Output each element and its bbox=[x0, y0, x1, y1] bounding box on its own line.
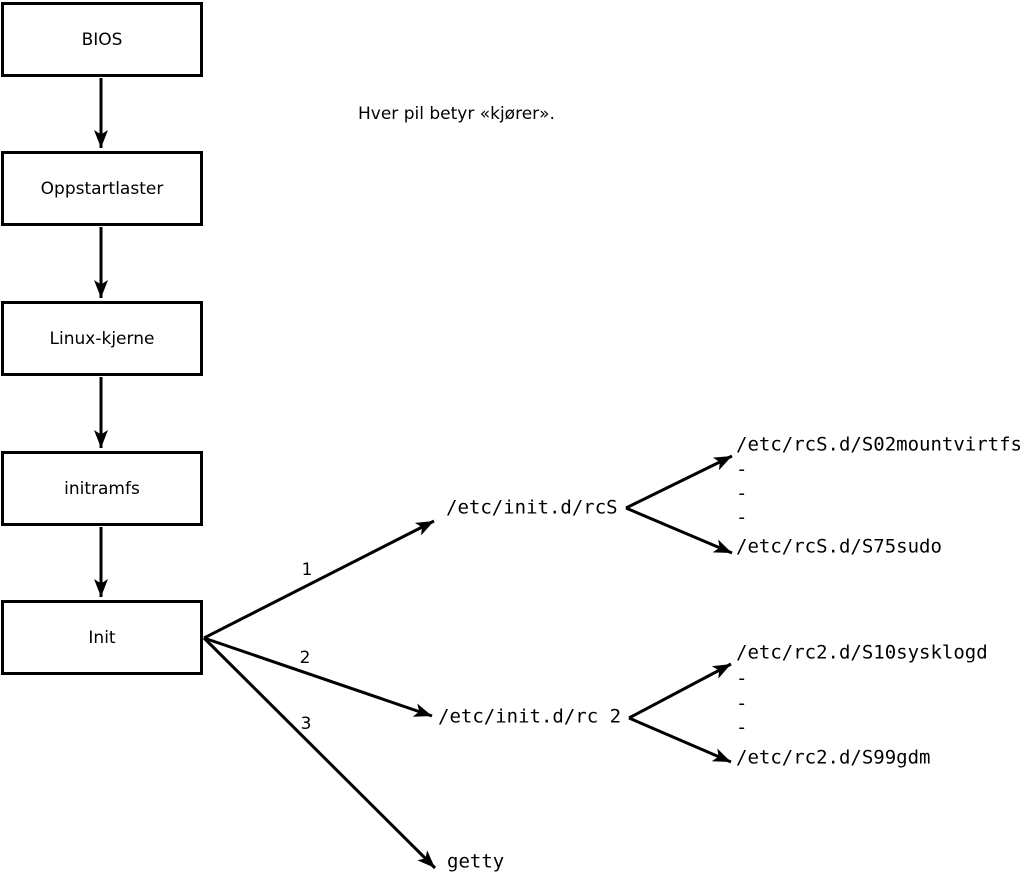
note-arrow-meaning: Hver pil betyr «kjører». bbox=[358, 104, 555, 124]
branch-number-3: 3 bbox=[300, 714, 312, 734]
label-rc2-first-script: /etc/rc2.d/S10sysklogd bbox=[736, 641, 988, 664]
rcS-ellipsis-dash: - bbox=[736, 458, 748, 481]
box-bootloader-label: Oppstartlaster bbox=[40, 178, 164, 199]
arrow-rcS-to-s75sudo bbox=[625, 506, 733, 555]
rcS-ellipsis-dash: - bbox=[736, 506, 748, 529]
rcS-ellipsis-dash: - bbox=[736, 482, 748, 505]
box-linux-kernel-label: Linux-kjerne bbox=[49, 328, 155, 349]
box-init: Init bbox=[1, 600, 203, 675]
label-init-d-rcS: /etc/init.d/rcS bbox=[446, 496, 618, 519]
label-rcS-first-script: /etc/rcS.d/S02mountvirtfs bbox=[736, 433, 1022, 456]
box-bios-label: BIOS bbox=[81, 29, 123, 50]
arrow-rc2-to-s10sysklogd bbox=[628, 662, 732, 720]
branch-number-1: 1 bbox=[301, 560, 313, 580]
arrow-init-to-rcS bbox=[203, 519, 435, 640]
box-initramfs: initramfs bbox=[1, 451, 203, 526]
arrow-rcS-to-s02mountvirtfs bbox=[625, 454, 733, 510]
box-initramfs-label: initramfs bbox=[64, 478, 140, 499]
rc2-ellipsis-dash: - bbox=[736, 692, 748, 715]
label-init-d-rc2: /etc/init.d/rc 2 bbox=[438, 705, 622, 728]
box-init-label: Init bbox=[88, 627, 116, 648]
label-rcS-last-script: /etc/rcS.d/S75sudo bbox=[736, 535, 942, 558]
rc2-ellipsis-dash: - bbox=[736, 667, 748, 690]
label-rc2-last-script: /etc/rc2.d/S99gdm bbox=[736, 746, 931, 769]
arrow-rc2-to-s99gdm bbox=[628, 716, 732, 764]
label-getty: getty bbox=[447, 850, 505, 873]
branch-number-2: 2 bbox=[299, 648, 311, 668]
rc2-ellipsis-dash: - bbox=[736, 716, 748, 739]
box-linux-kernel: Linux-kjerne bbox=[1, 301, 203, 376]
box-bios: BIOS bbox=[1, 2, 203, 77]
arrow-init-to-getty bbox=[202, 636, 437, 870]
arrow-init-to-rc2 bbox=[203, 636, 433, 718]
box-bootloader: Oppstartlaster bbox=[1, 151, 203, 226]
